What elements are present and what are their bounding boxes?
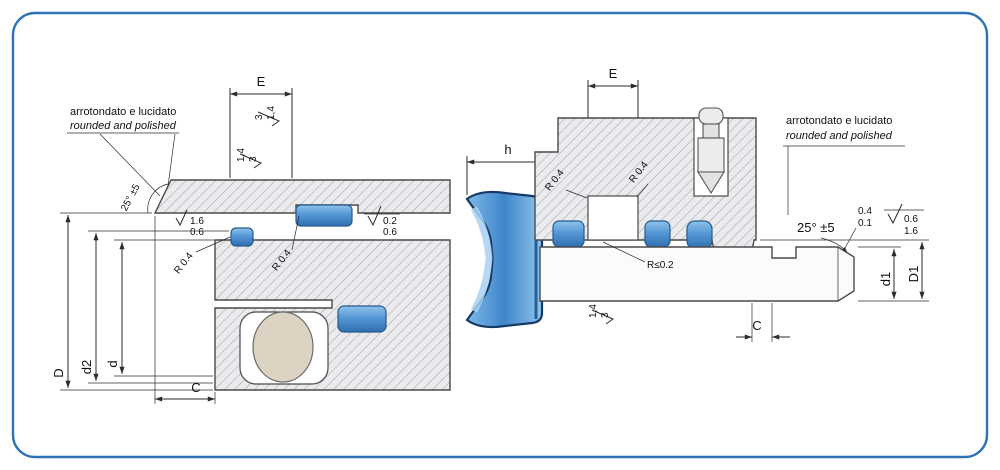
seal-profile: h [465, 142, 544, 329]
roughness-check-icon [175, 209, 188, 227]
roughness-value: 0.6 [904, 214, 918, 225]
seal-element-section [230, 227, 254, 247]
roughness-value: 1.6 [904, 226, 918, 237]
secondary-seal-section [337, 305, 387, 333]
roughness-value: 3 [248, 156, 259, 162]
roughness-value: 0.6 [190, 227, 204, 238]
angle-arc [147, 183, 169, 214]
leader-line [636, 183, 649, 198]
dim-d2-label: d2 [79, 360, 94, 374]
roughness-symbol-groove: 3 1,4 [254, 106, 281, 127]
edge-value: 0.1 [858, 218, 872, 229]
radius-max-label: R≤0.2 [647, 260, 674, 271]
leader-line [99, 133, 161, 197]
roughness-check-icon [367, 205, 382, 227]
dim-d-label: d [105, 360, 120, 367]
dim-C-label: C [191, 380, 200, 395]
roughness-value: 0.2 [383, 216, 397, 227]
edge-value: 0.4 [858, 206, 872, 217]
seal-groove [587, 195, 639, 241]
roughness-value: 1,4 [236, 148, 247, 162]
roughness-value: 1,4 [588, 304, 599, 318]
grease-fitting [697, 107, 725, 195]
rod-section [539, 246, 855, 302]
angle-leader [820, 237, 848, 253]
roughness-value: 1.6 [190, 216, 204, 227]
dim-h-label: h [504, 142, 511, 157]
dim-C-label: C [752, 318, 761, 333]
leader-line [602, 241, 646, 263]
roughness-check-icon [887, 203, 903, 225]
roughness-symbol-groove-2: 1,4 3 [236, 148, 263, 169]
note-english: rounded and polished [70, 120, 177, 132]
chamfer-angle-label: 25° ±5 [797, 220, 835, 235]
rod-seal-section [552, 220, 585, 248]
dim-e-label: E [609, 66, 618, 81]
leader-line [195, 236, 231, 253]
bearing-ball [252, 311, 314, 383]
roughness-value: 3 [254, 114, 265, 120]
leader-line [167, 133, 176, 187]
cylinder-bore-section [153, 179, 451, 214]
dim-D-label: D [51, 368, 66, 377]
roughness-value: 3 [600, 312, 611, 318]
seal-profile-body [465, 190, 544, 329]
main-seal-section [295, 204, 353, 227]
leader-line [565, 189, 588, 199]
wiper-seal-section [686, 220, 713, 250]
dim-d1-label: d1 [878, 272, 893, 286]
note-italian: arrotondato e lucidato [786, 115, 892, 127]
seal-profile-highlight [470, 206, 493, 313]
roughness-symbol-rod: 1,4 3 [588, 304, 615, 325]
roughness-value: 1,4 [266, 106, 277, 120]
leader-line [844, 227, 857, 249]
roughness-value: 0.6 [383, 227, 397, 238]
dim-e-label: E [257, 74, 266, 89]
note-italian: arrotondato e lucidato [70, 106, 176, 118]
note-english: rounded and polished [786, 130, 893, 142]
dim-D1-label: D1 [906, 266, 921, 283]
leader-line [291, 215, 300, 251]
right-section-view: E R 0.4 R 0.4 R≤0.2 1,4 3 arrotondato e … [534, 66, 929, 342]
rod-seal-section [644, 220, 671, 248]
